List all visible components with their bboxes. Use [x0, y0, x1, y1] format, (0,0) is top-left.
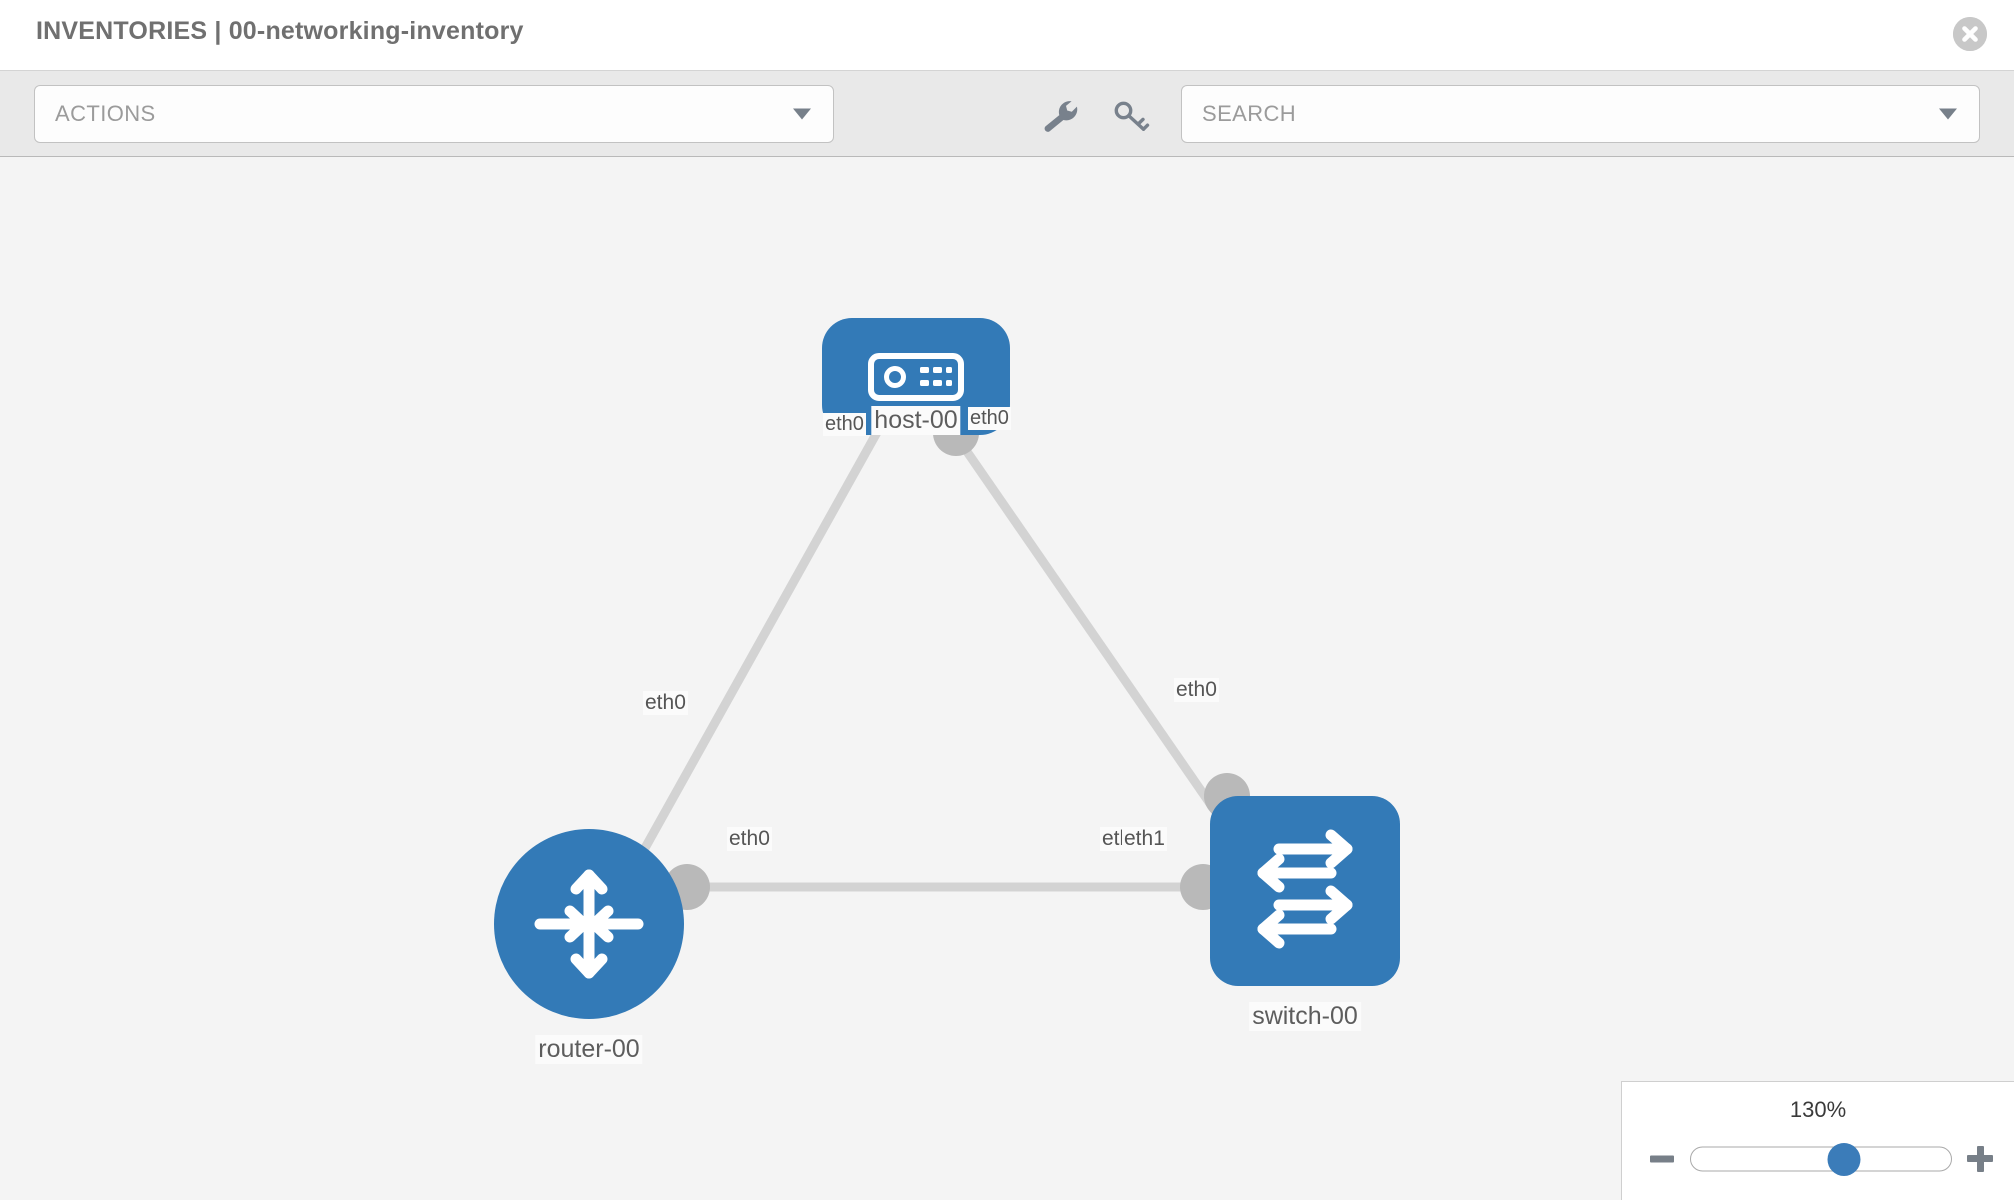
link-host-switch	[946, 424, 1244, 850]
iface-label-host-right: eth0	[968, 407, 1011, 430]
router-arrows-icon	[534, 869, 644, 979]
iface-label-host-left: eth0	[823, 413, 866, 436]
actions-dropdown-label: ACTIONS	[55, 101, 156, 126]
close-icon[interactable]	[1953, 17, 1987, 51]
link-host-router	[636, 424, 884, 860]
actions-dropdown[interactable]: ACTIONS	[34, 85, 834, 143]
server-device-icon	[868, 352, 964, 401]
node-router-00[interactable]: router-00	[494, 829, 684, 1064]
zoom-in-button[interactable]	[1967, 1146, 1993, 1172]
topology-canvas[interactable]: host-00	[0, 157, 2014, 1200]
node-switch-00-label: switch-00	[1249, 1002, 1361, 1031]
zoom-control-panel: 130%	[1621, 1081, 2014, 1200]
iface-label-switch-up: eth0	[1174, 678, 1219, 703]
zoom-level-value: 130%	[1789, 1097, 1847, 1122]
node-switch-00-shape	[1210, 796, 1400, 986]
key-icon[interactable]	[1110, 98, 1152, 134]
page-title: INVENTORIES | 00-networking-inventory	[36, 17, 524, 45]
chevron-down-icon	[1939, 108, 1957, 120]
zoom-slider-thumb[interactable]	[1827, 1142, 1861, 1176]
wrench-icon[interactable]	[1040, 98, 1082, 134]
search-input[interactable]: SEARCH	[1181, 85, 1980, 143]
iface-label-router-right: eth0	[727, 827, 772, 852]
node-router-00-label: router-00	[535, 1035, 643, 1064]
zoom-slider-track[interactable]	[1690, 1142, 1952, 1176]
search-input-value: SEARCH	[1202, 101, 1297, 126]
zoom-slider-row	[1622, 1136, 2014, 1182]
chevron-down-icon	[793, 108, 811, 120]
iface-label-switch-left: eth1	[1122, 827, 1167, 852]
topology-links	[636, 424, 1244, 892]
node-switch-00[interactable]: switch-00	[1210, 796, 1400, 1031]
node-host-00-label: host-00	[871, 406, 961, 435]
switch-arrows-icon	[1257, 829, 1353, 949]
iface-label-router-up: eth0	[643, 691, 688, 716]
page-header: INVENTORIES | 00-networking-inventory	[0, 0, 2014, 71]
zoom-out-button[interactable]	[1650, 1155, 1674, 1163]
node-router-00-shape	[494, 829, 684, 1019]
toolbar: ACTIONS SEARCH	[0, 71, 2014, 157]
